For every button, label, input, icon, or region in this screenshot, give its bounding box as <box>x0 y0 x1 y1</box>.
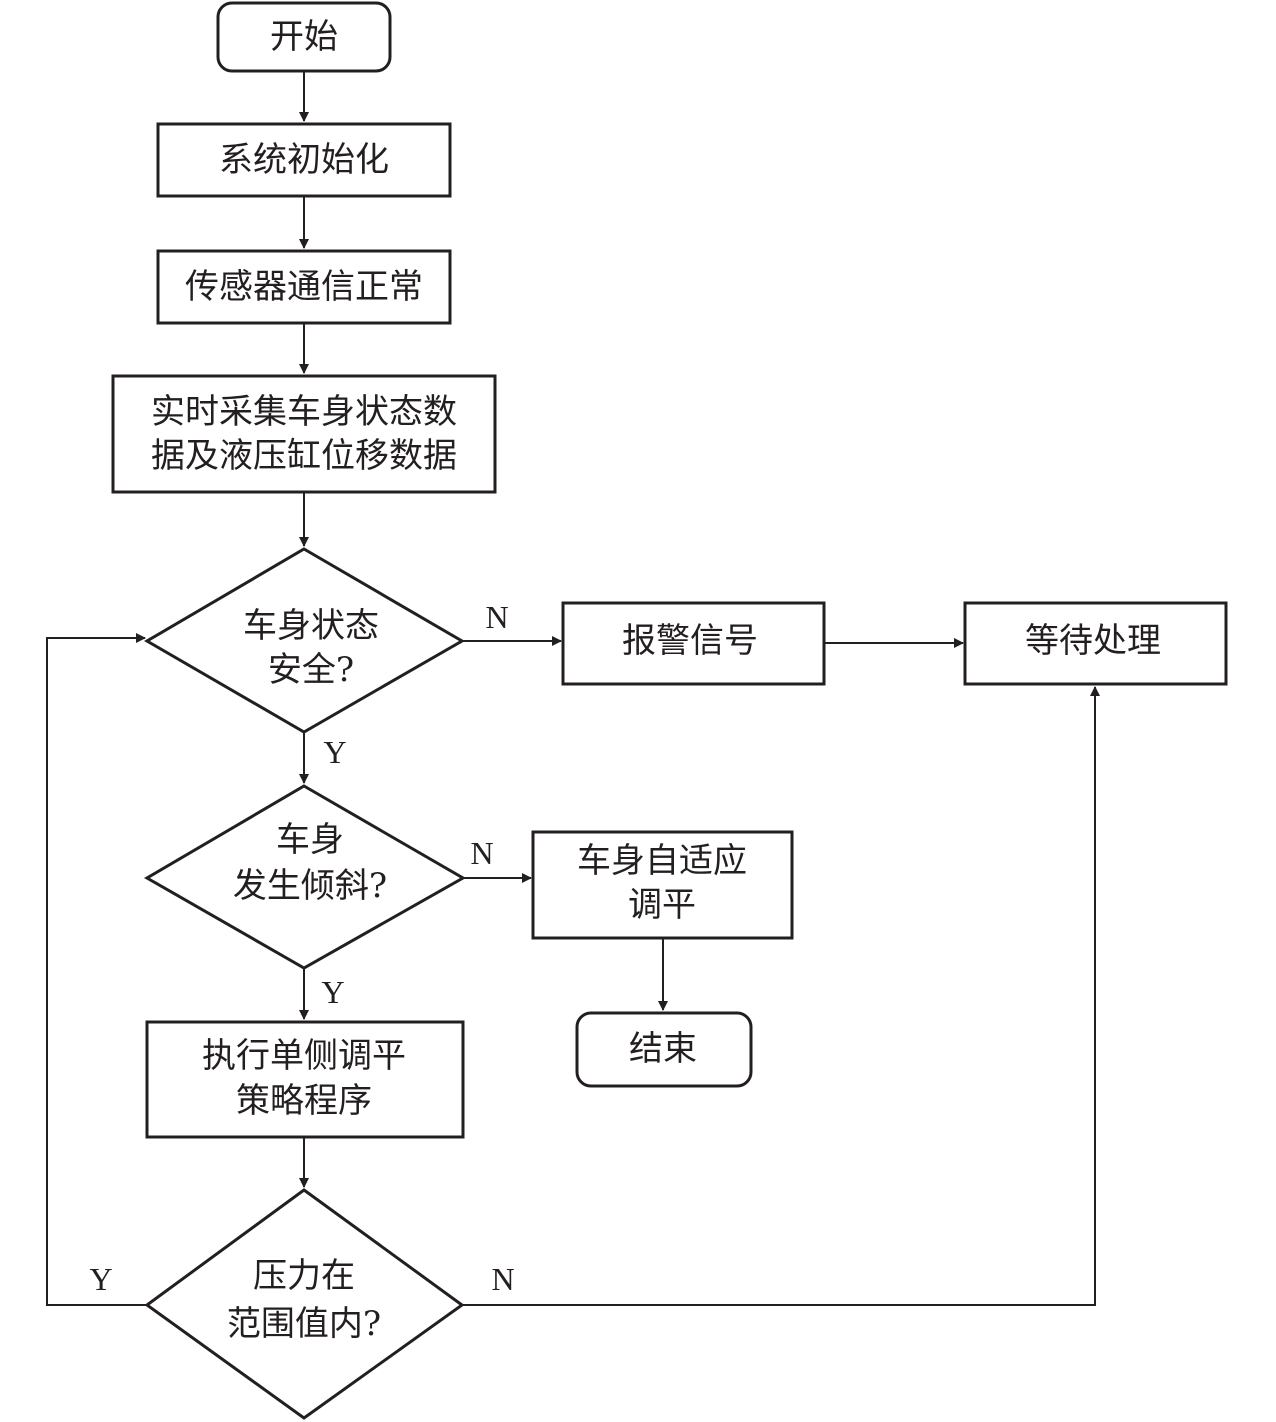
adaptive-label-line2: 调平 <box>628 885 696 925</box>
connectors <box>46 72 1100 1306</box>
branch-labels: N Y N Y Y N <box>89 599 514 1297</box>
sensor-label: 传感器通信正常 <box>185 267 423 307</box>
safe-decision-line2: 安全? <box>268 650 354 690</box>
wait-process: 等待处理 <box>963 601 1228 686</box>
label-safe-yes: Y <box>323 734 346 770</box>
tilt-decision: 车身 发生倾斜? <box>144 784 467 970</box>
safe-decision-line1: 车身状态 <box>243 606 379 646</box>
alarm-process: 报警信号 <box>561 601 826 686</box>
label-safe-no: N <box>485 599 508 635</box>
pressure-decision-line2: 范围值内? <box>227 1304 381 1344</box>
label-tilt-yes: Y <box>321 974 344 1010</box>
init-process: 系统初始化 <box>156 122 452 198</box>
start-terminal: 开始 <box>216 1 392 73</box>
pressure-decision: 压力在 范围值内? <box>144 1188 465 1420</box>
label-pressure-no: N <box>491 1261 514 1297</box>
tilt-decision-line2: 发生倾斜? <box>233 866 387 906</box>
arrow-pressure-loop-back <box>46 633 147 1306</box>
wait-label: 等待处理 <box>1025 621 1161 661</box>
label-pressure-yes: Y <box>89 1261 112 1297</box>
safe-decision: 车身状态 安全? <box>144 547 465 734</box>
collect-label-line2: 据及液压缸位移数据 <box>151 436 457 476</box>
collect-process: 实时采集车身状态数 据及液压缸位移数据 <box>111 374 497 494</box>
collect-label-line1: 实时采集车身状态数 <box>151 392 457 432</box>
adaptive-process: 车身自适应 调平 <box>531 830 794 940</box>
single-side-label-line2: 策略程序 <box>236 1081 372 1121</box>
alarm-label: 报警信号 <box>622 621 758 661</box>
end-label: 结束 <box>629 1029 697 1069</box>
adaptive-label-line1: 车身自适应 <box>577 841 747 881</box>
arrow-pressure-to-wait <box>462 686 1100 1306</box>
end-terminal: 结束 <box>575 1011 753 1088</box>
single-side-process: 执行单侧调平 策略程序 <box>145 1020 465 1139</box>
label-tilt-no: N <box>470 835 493 871</box>
sensor-process: 传感器通信正常 <box>156 249 452 325</box>
init-label: 系统初始化 <box>219 140 389 180</box>
single-side-label-line1: 执行单侧调平 <box>202 1036 406 1076</box>
start-label: 开始 <box>270 17 338 57</box>
pressure-decision-line1: 压力在 <box>253 1256 355 1296</box>
tilt-decision-line1: 车身 <box>276 820 344 860</box>
